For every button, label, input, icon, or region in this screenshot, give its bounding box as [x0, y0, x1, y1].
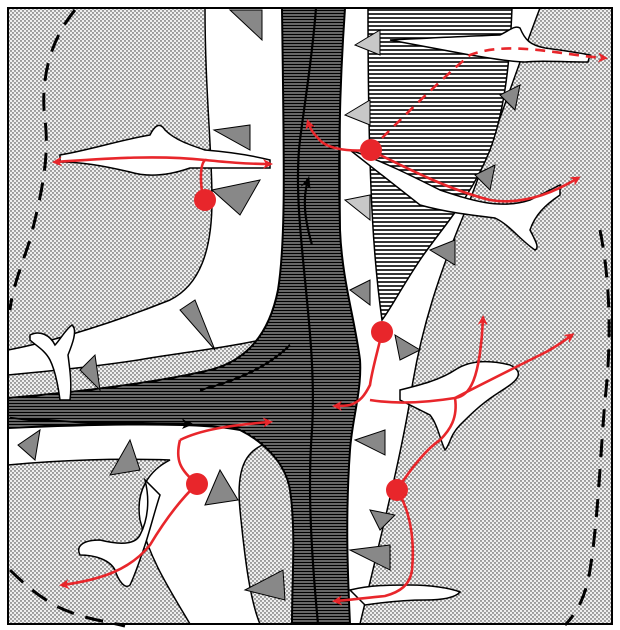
source-point-4	[186, 473, 208, 495]
source-point-1	[194, 189, 216, 211]
source-point-3	[371, 321, 393, 343]
source-point-2	[360, 139, 382, 161]
source-point-5	[386, 479, 408, 501]
